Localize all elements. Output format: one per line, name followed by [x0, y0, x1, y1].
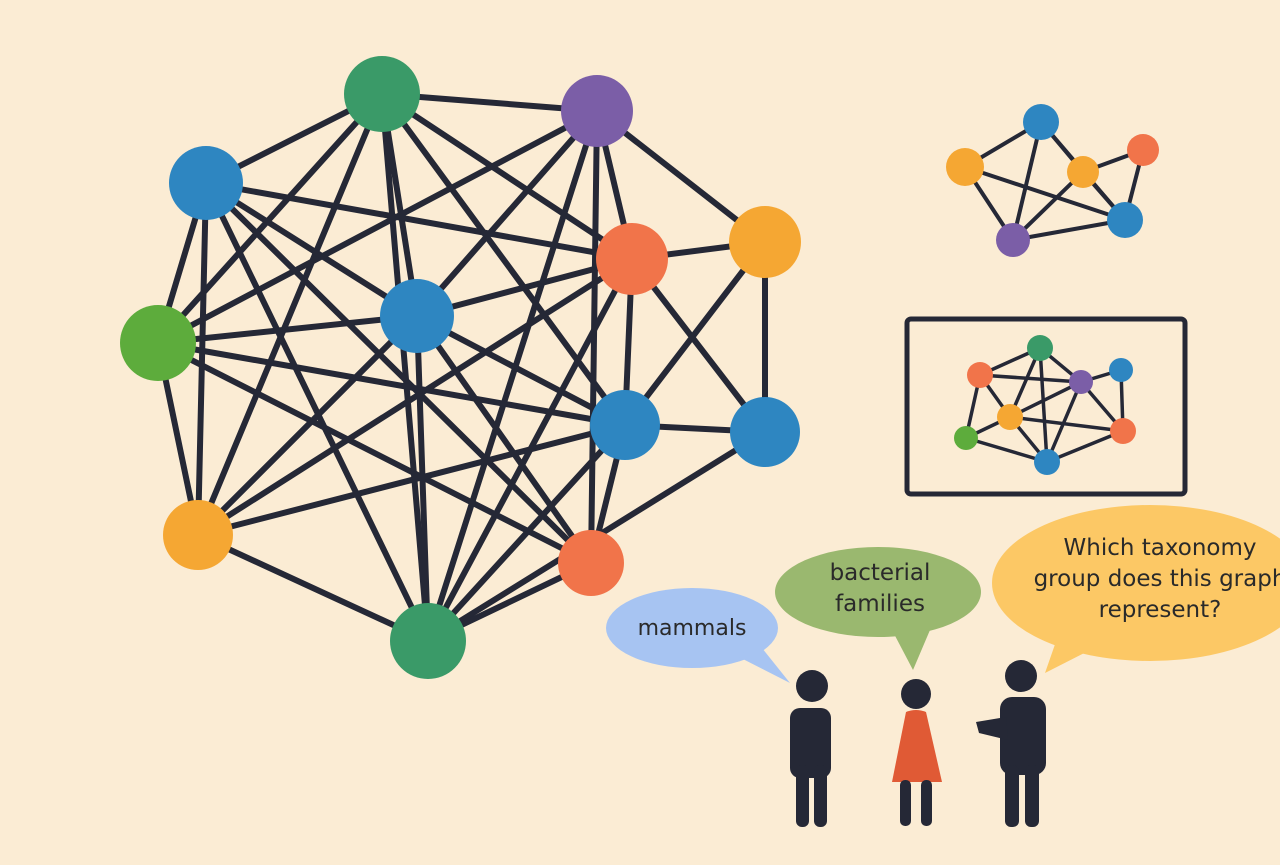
- framed-node-yellow: [997, 404, 1023, 430]
- main-edge: [629, 256, 768, 435]
- main-node-purple: [561, 75, 633, 147]
- main-edge: [379, 91, 628, 428]
- main-edge: [379, 91, 635, 262]
- small-node-purple: [996, 223, 1030, 257]
- main-edge: [195, 256, 635, 538]
- speech-text-bacterial-families: bacterial families: [790, 558, 970, 620]
- question-line2: group does this graph: [1033, 566, 1280, 593]
- person-left: [790, 670, 831, 827]
- speech-bubble-question: [992, 505, 1280, 673]
- small-graph-top-right: [946, 104, 1159, 257]
- person-right: [976, 660, 1046, 827]
- speech-bubble-bacterial-families: [775, 547, 981, 670]
- main-edge: [622, 239, 768, 428]
- main-graph-edges: [155, 91, 768, 644]
- framed-graph-border: [904, 316, 1188, 497]
- small-node-yellow: [946, 148, 984, 186]
- main-node-blue: [590, 390, 660, 460]
- person-middle: [892, 679, 942, 826]
- small-node-orange: [1127, 134, 1159, 166]
- main-node-lime: [120, 305, 196, 381]
- main-edge: [414, 313, 594, 566]
- small-edge: [1011, 218, 1127, 242]
- framed-edge: [1038, 346, 1049, 464]
- main-node-blue: [169, 146, 243, 220]
- small-node-blue: [1107, 202, 1143, 238]
- framed-edge: [964, 436, 1049, 464]
- main-edge: [414, 256, 635, 319]
- main-edge: [195, 91, 385, 538]
- main-node-orange: [558, 530, 624, 596]
- framed-edge: [1008, 415, 1125, 433]
- main-node-yellow: [163, 500, 233, 570]
- main-edge: [203, 180, 420, 319]
- main-edge: [195, 180, 209, 538]
- main-edge: [155, 340, 594, 566]
- main-node-blue: [380, 279, 454, 353]
- main-edge: [425, 108, 600, 644]
- speech-text-mammals: mammals: [612, 614, 772, 644]
- main-graph-nodes: [120, 56, 801, 679]
- bacterial-label-line2: families: [835, 591, 925, 618]
- main-edge: [203, 180, 635, 262]
- main-edge: [155, 340, 628, 428]
- main-edge: [379, 91, 431, 644]
- main-node-green: [344, 56, 420, 132]
- main-edge: [425, 422, 628, 644]
- main-edge: [195, 313, 420, 538]
- framed-node-green: [1027, 335, 1053, 361]
- framed-node-orange: [1110, 418, 1136, 444]
- framed-edge: [1045, 429, 1125, 464]
- small-edge: [963, 165, 1127, 222]
- main-edge: [195, 532, 431, 644]
- framed-node-blue: [1034, 449, 1060, 475]
- main-edge: [414, 313, 628, 428]
- framed-node-blue: [1109, 358, 1133, 382]
- main-edge: [414, 108, 600, 319]
- framed-graph-panel: [904, 316, 1188, 497]
- small-node-blue: [1023, 104, 1059, 140]
- small-node-yellow: [1067, 156, 1099, 188]
- main-edge: [588, 108, 600, 566]
- speech-bubble-mammals: [606, 588, 790, 683]
- framed-edge: [978, 373, 1083, 384]
- bacterial-label-line1: bacterial: [829, 560, 931, 586]
- main-node-orange: [596, 223, 668, 295]
- main-node-blue: [730, 397, 800, 467]
- framed-node-lime: [954, 426, 978, 450]
- question-line1: Which taxonomy: [1063, 535, 1257, 561]
- framed-node-orange: [967, 362, 993, 388]
- framed-node-purple: [1069, 370, 1093, 394]
- speech-text-question: Which taxonomy group does this graph rep…: [1005, 533, 1280, 626]
- framed-edge: [1008, 380, 1083, 419]
- main-edge: [155, 91, 385, 346]
- small-edge: [1011, 120, 1043, 242]
- main-edge: [155, 108, 600, 346]
- main-node-yellow: [729, 206, 801, 278]
- main-edge: [203, 180, 594, 566]
- mammals-label: mammals: [637, 616, 747, 641]
- main-edge: [195, 422, 628, 538]
- question-line3: represent?: [1098, 597, 1222, 624]
- main-node-green: [390, 603, 466, 679]
